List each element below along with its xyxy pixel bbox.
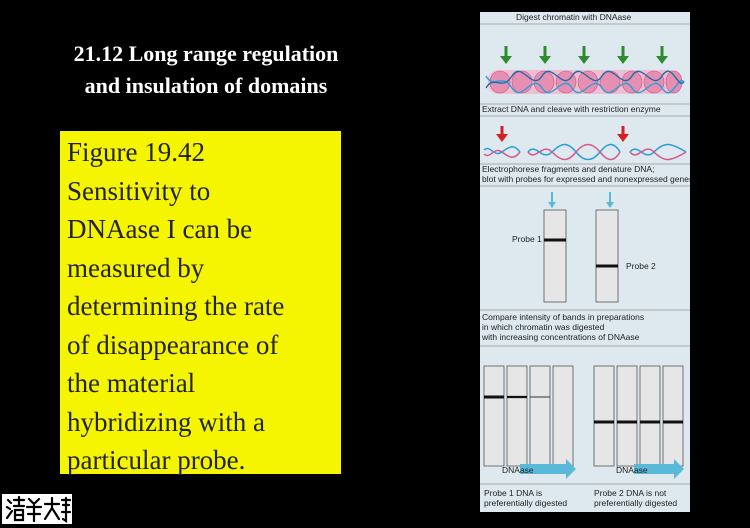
figure-caption-box: Figure 19.42 Sensitivity to DNAase I can… — [60, 131, 341, 475]
chromatin-fiber — [485, 70, 685, 94]
restriction-cut-arrows — [496, 126, 629, 142]
slide-title: 21.12 Long range regulation and insulati… — [20, 38, 392, 102]
caption-line: Figure 19.42 — [67, 137, 205, 167]
caption-line: determining the rate — [67, 291, 285, 321]
figure-diagram: Digest chromatin with DNAase — [480, 12, 690, 508]
slide-title-line1: 21.12 Long range regulation — [73, 41, 339, 66]
green-arrow-icon — [656, 46, 668, 64]
caption-line: measured by — [67, 252, 205, 283]
caption-line: hybridizing with a — [67, 406, 265, 437]
caption-line: Sensitivity to — [67, 175, 211, 206]
dnaase-sensitivity-figure: Digest chromatin with DNAase — [480, 12, 690, 512]
dnaase-cut-arrows — [500, 46, 668, 64]
result-right-line1: Probe 2 DNA is not — [594, 488, 667, 498]
green-arrow-icon — [500, 46, 512, 64]
caption-line: DNAase I can be — [67, 214, 253, 244]
step4-label-line2: in which chromatin was digested — [482, 322, 605, 332]
gel-lane-probe1 — [543, 209, 567, 303]
green-arrow-icon — [539, 46, 551, 64]
green-arrow-icon — [617, 46, 629, 64]
caption-line: the material — [67, 368, 196, 398]
figure-caption-text: Figure 19.42 Sensitivity to DNAase I can… — [67, 133, 337, 480]
slide-title-line2: and insulation of domains — [84, 73, 328, 98]
green-arrow-icon — [578, 46, 590, 64]
calligraphy-logo-icon — [5, 495, 72, 524]
result-left-line1: Probe 1 DNA is — [484, 488, 542, 498]
step4-label-line1: Compare intensity of bands in preparatio… — [482, 312, 644, 322]
caption-line: of disappearance of — [67, 329, 279, 360]
dnaase-gradient-arrow-left: DNAase — [502, 459, 576, 479]
gel-series-probe1 — [483, 365, 574, 467]
down-arrow-icon — [548, 192, 556, 208]
step2-label: Extract DNA and cleave with restriction … — [482, 104, 661, 114]
step1-label: Digest chromatin with DNAase — [516, 12, 632, 22]
probe2-label: Probe 2 — [626, 261, 656, 271]
caption-line: particular probe. — [67, 445, 246, 475]
red-arrow-icon — [617, 126, 629, 142]
dnaase-gradient-arrow-right: DNAase — [616, 459, 684, 479]
dnaase-right-label: DNAase — [616, 465, 648, 475]
result-right-line2: preferentially digested — [594, 498, 677, 508]
step4-label-line3: with increasing concentrations of DNAase — [481, 332, 640, 342]
result-left-line2: preferentially digested — [484, 498, 567, 508]
gel-lane-probe2 — [595, 209, 619, 303]
gel-series-probe2 — [593, 365, 684, 467]
tsinghua-logo — [2, 494, 72, 524]
step3-label-line1: Electrophorese fragments and denature DN… — [482, 164, 654, 174]
down-arrow-icon — [606, 192, 614, 208]
step3-label-line2: blot with probes for expressed and nonex… — [482, 174, 690, 184]
probe1-label: Probe 1 — [512, 234, 542, 244]
red-arrow-icon — [496, 126, 508, 142]
dna-fragments — [483, 143, 687, 161]
dnaase-left-label: DNAase — [502, 465, 534, 475]
